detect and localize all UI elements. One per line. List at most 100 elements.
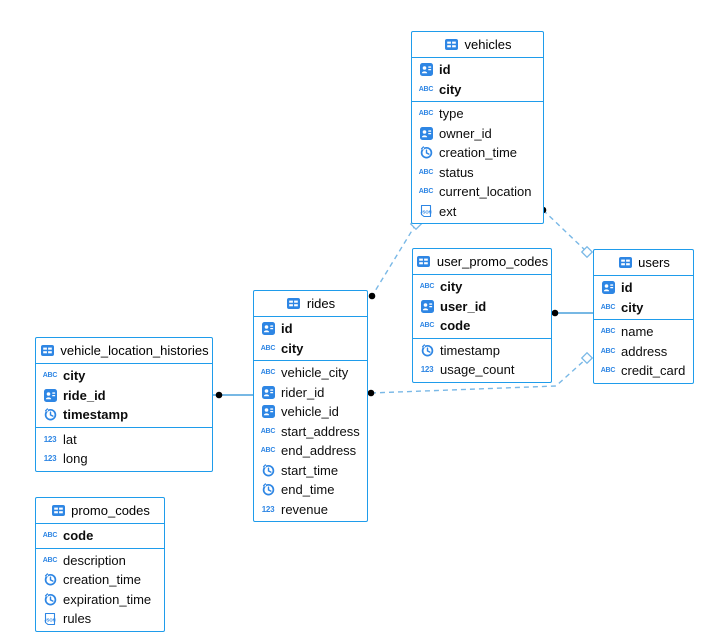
column-row-start_time: start_time [254, 461, 367, 481]
string-type-icon: ABC [419, 283, 435, 290]
timestamp-type-icon [42, 573, 58, 586]
string-type-icon: ABC [42, 557, 58, 564]
column-row-code: ABC code [413, 316, 551, 336]
string-type-icon: ABC [418, 188, 434, 195]
relationship-vehicles-rides[interactable] [371, 223, 417, 297]
string-type-icon: ABC [418, 169, 434, 176]
column-name: creation_time [63, 572, 142, 588]
entity-title: rides [306, 296, 336, 311]
column-name: credit_card [621, 363, 686, 379]
column-row-long: 123 long [36, 449, 212, 469]
abc-glyph: ABC [418, 85, 434, 93]
column-name: current_location [439, 184, 532, 200]
json-type-icon: JSON [42, 612, 58, 626]
column-name: id [439, 62, 451, 78]
abc-glyph: ABC [600, 367, 616, 375]
svg-text:JSON: JSON [420, 210, 431, 215]
column-row-city: ABC city [36, 366, 212, 386]
string-type-icon: ABC [42, 532, 58, 539]
column-name: city [63, 368, 86, 384]
column-row-user_id: user_id [413, 297, 551, 317]
number-type-icon: 123 [42, 454, 58, 463]
column-name: user_id [440, 298, 487, 314]
123-glyph: 123 [261, 504, 275, 514]
entity-title: vehicle_location_histories [60, 343, 209, 358]
abc-glyph: ABC [260, 447, 276, 455]
column-name: start_address [281, 423, 360, 439]
column-name: vehicle_id [281, 404, 339, 420]
cardinality-dot [368, 292, 376, 300]
column-name: id [621, 280, 633, 296]
relationship-vehicles-users[interactable] [542, 209, 588, 253]
number-type-icon: 123 [42, 435, 58, 444]
cardinality-diamond [580, 245, 594, 259]
abc-glyph: ABC [419, 322, 435, 330]
string-type-icon: ABC [600, 367, 616, 374]
column-name: timestamp [63, 407, 129, 423]
column-row-id: id [254, 319, 367, 339]
abc-glyph: ABC [42, 372, 58, 380]
abc-glyph: ABC [600, 328, 616, 336]
column-name: long [63, 451, 88, 467]
column-name: timestamp [440, 342, 500, 358]
string-type-icon: ABC [42, 372, 58, 379]
entity-header[interactable]: vehicle_location_histories [36, 338, 212, 364]
timestamp-type-icon [419, 343, 435, 357]
column-name: start_time [281, 462, 339, 478]
abc-glyph: ABC [260, 369, 276, 377]
column-name: rules [63, 611, 92, 627]
column-name: type [439, 106, 464, 122]
entity-header[interactable]: users [594, 250, 693, 276]
column-row-current_location: ABC current_location [412, 182, 543, 202]
entity-title: users [638, 255, 670, 270]
id-type-icon [260, 405, 276, 419]
string-type-icon: ABC [418, 110, 434, 117]
123-glyph: 123 [420, 365, 434, 375]
column-name: address [621, 343, 668, 359]
column-name: creation_time [439, 145, 518, 161]
entity-header[interactable]: vehicles [412, 32, 543, 58]
number-type-icon: 123 [260, 505, 276, 514]
column-name: name [621, 324, 654, 340]
column-name: code [440, 318, 471, 334]
entity-header[interactable]: promo_codes [36, 498, 164, 524]
string-type-icon: ABC [260, 428, 276, 435]
timestamp-type-icon [418, 146, 434, 159]
key-columns-section: ABC code [36, 524, 164, 549]
timestamp-type-icon [42, 408, 58, 421]
column-row-credit_card: ABC credit_card [594, 361, 693, 381]
id-type-icon [260, 385, 276, 399]
123-glyph: 123 [43, 454, 57, 464]
column-name: status [439, 164, 474, 180]
column-row-vehicle_id: vehicle_id [254, 402, 367, 422]
entity-header[interactable]: user_promo_codes [413, 249, 551, 275]
column-name: code [63, 528, 94, 544]
column-row-type: ABC type [412, 104, 543, 124]
column-row-timestamp: timestamp [413, 341, 551, 361]
abc-glyph: ABC [600, 303, 616, 311]
entity-header[interactable]: rides [254, 291, 367, 317]
table-icon [416, 256, 432, 267]
